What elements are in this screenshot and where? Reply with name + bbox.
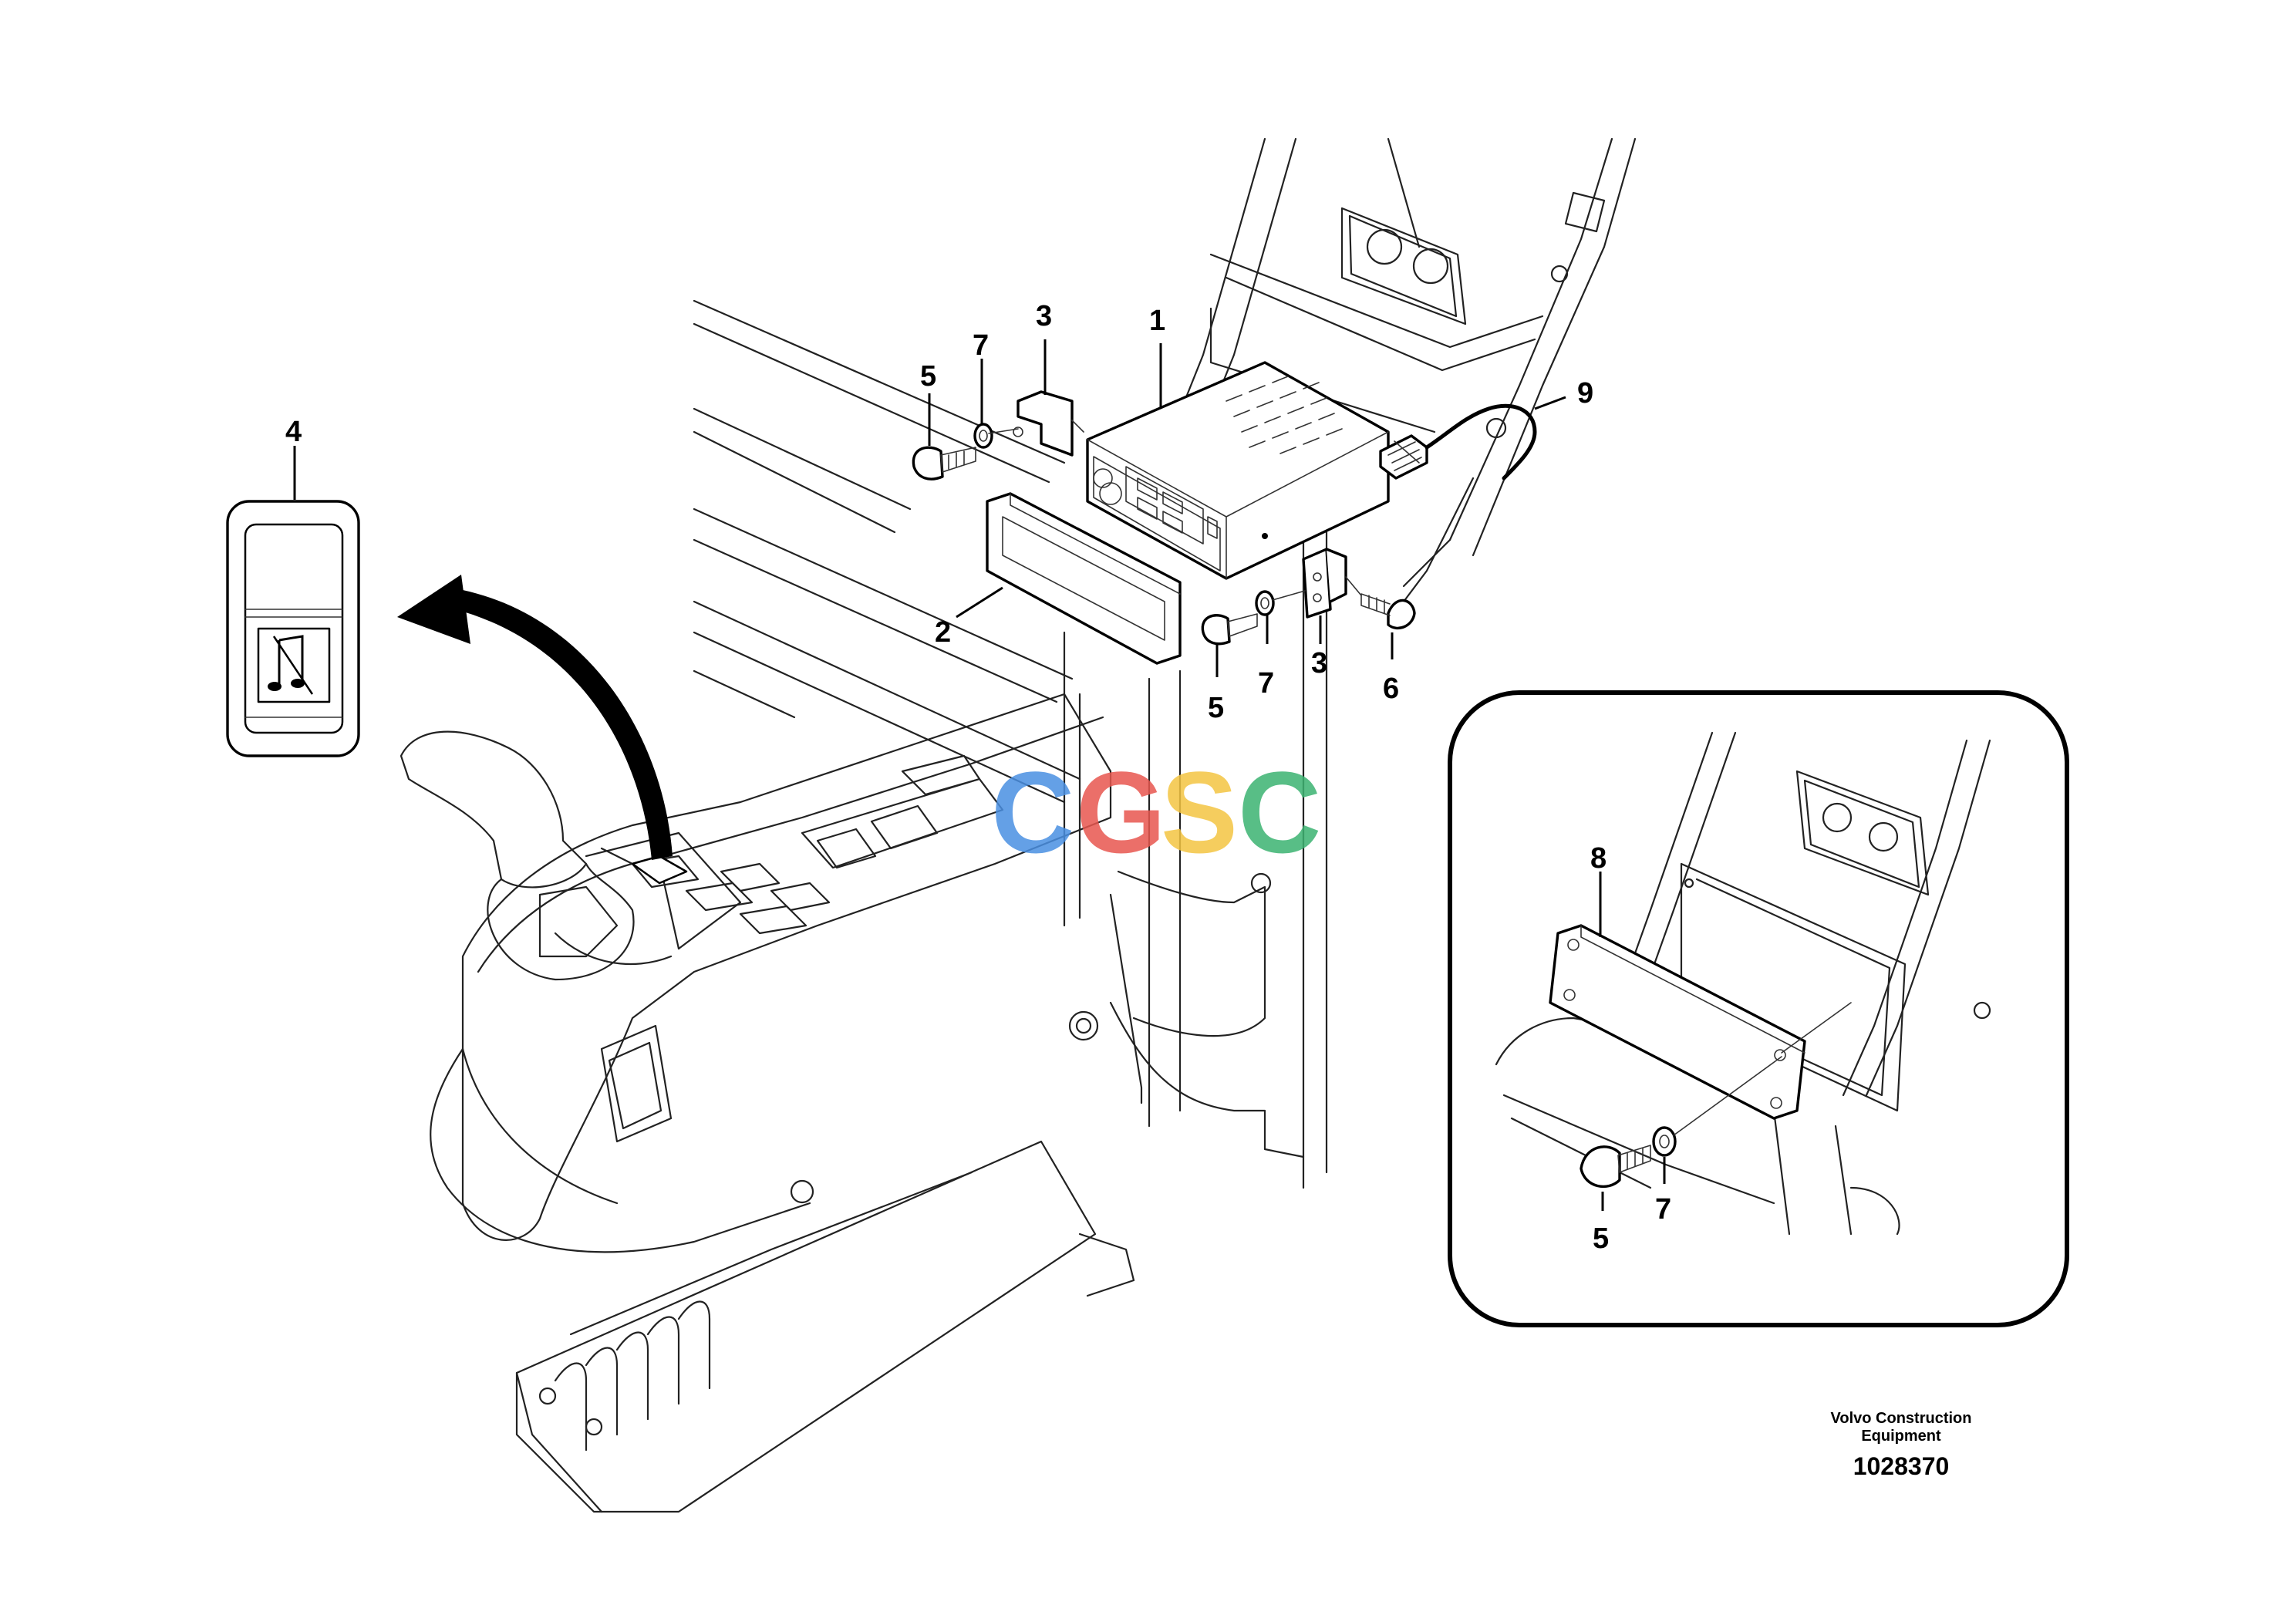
callout-4: 4 (285, 416, 302, 448)
screw-part-5-upper (912, 446, 976, 481)
bracket-part-3-upper (1013, 390, 1084, 457)
screw-part-5-inset (1580, 1145, 1651, 1189)
cable-part-9 (1379, 403, 1537, 481)
trim-frame-part-2 (986, 492, 1182, 665)
callout-5a: 5 (920, 360, 936, 393)
washer-part-7-upper (973, 423, 993, 449)
reference-number: 1028370 (1853, 1452, 1950, 1480)
rocker-switch-part-4 (226, 500, 360, 757)
callout-8: 8 (1590, 842, 1607, 875)
callout-7b: 7 (1258, 667, 1274, 700)
watermark-letter-s: S (1161, 747, 1238, 877)
switch-panel (631, 855, 831, 935)
credit-block: Volvo Construction Equipment 1028370 (1831, 1410, 1972, 1480)
callout-7a: 7 (973, 329, 989, 362)
screw-part-5-lower (1201, 613, 1258, 646)
bracket-part-3-lower (1302, 548, 1347, 619)
seat-base (515, 1140, 1135, 1513)
upper-screw-axis (988, 428, 1019, 434)
screw-6-axis (1345, 576, 1362, 596)
lower-screw-axis (1272, 590, 1306, 601)
cab-panel-lines (693, 299, 1328, 1189)
inset-screw-axis (1673, 1056, 1782, 1136)
cover-plate-part-8 (1549, 924, 1852, 1120)
music-note-icon (268, 635, 314, 695)
joystick (400, 730, 742, 981)
callout-9: 9 (1577, 377, 1593, 410)
washer-part-7-lower (1255, 590, 1275, 616)
callout-labels: 1 2 3 3 4 5 5 6 7 7 9 (285, 300, 1593, 724)
credit-line-1: Volvo Construction (1831, 1410, 1972, 1427)
callout-2: 2 (935, 616, 951, 649)
callout-3a: 3 (1036, 300, 1052, 332)
callout-6: 6 (1383, 673, 1399, 705)
cab-pillar (1171, 137, 1637, 603)
curved-arrow (397, 575, 673, 860)
operator-console (430, 693, 1305, 1253)
watermark-letter-g: G (1076, 747, 1166, 877)
credit-line-2: Equipment (1861, 1428, 1941, 1445)
watermark-letter-c1: C (991, 747, 1074, 877)
cgsc-watermark: C G S C (991, 747, 1321, 877)
leader-2 (956, 586, 1003, 619)
callout-5b: 5 (1208, 692, 1224, 724)
callout-1: 1 (1149, 305, 1165, 337)
callout-7c: 7 (1655, 1193, 1671, 1226)
callout-3b: 3 (1311, 647, 1327, 679)
screw-part-6 (1360, 593, 1416, 629)
watermark-letter-c2: C (1238, 747, 1321, 877)
detail-inset: 8 5 7 (1448, 690, 2069, 1327)
callout-5c: 5 (1593, 1222, 1609, 1255)
radio-unit-part-1 (1086, 361, 1390, 580)
leader-9 (1534, 396, 1566, 410)
radio-vents (1226, 376, 1343, 454)
washer-part-7-inset (1652, 1126, 1677, 1157)
